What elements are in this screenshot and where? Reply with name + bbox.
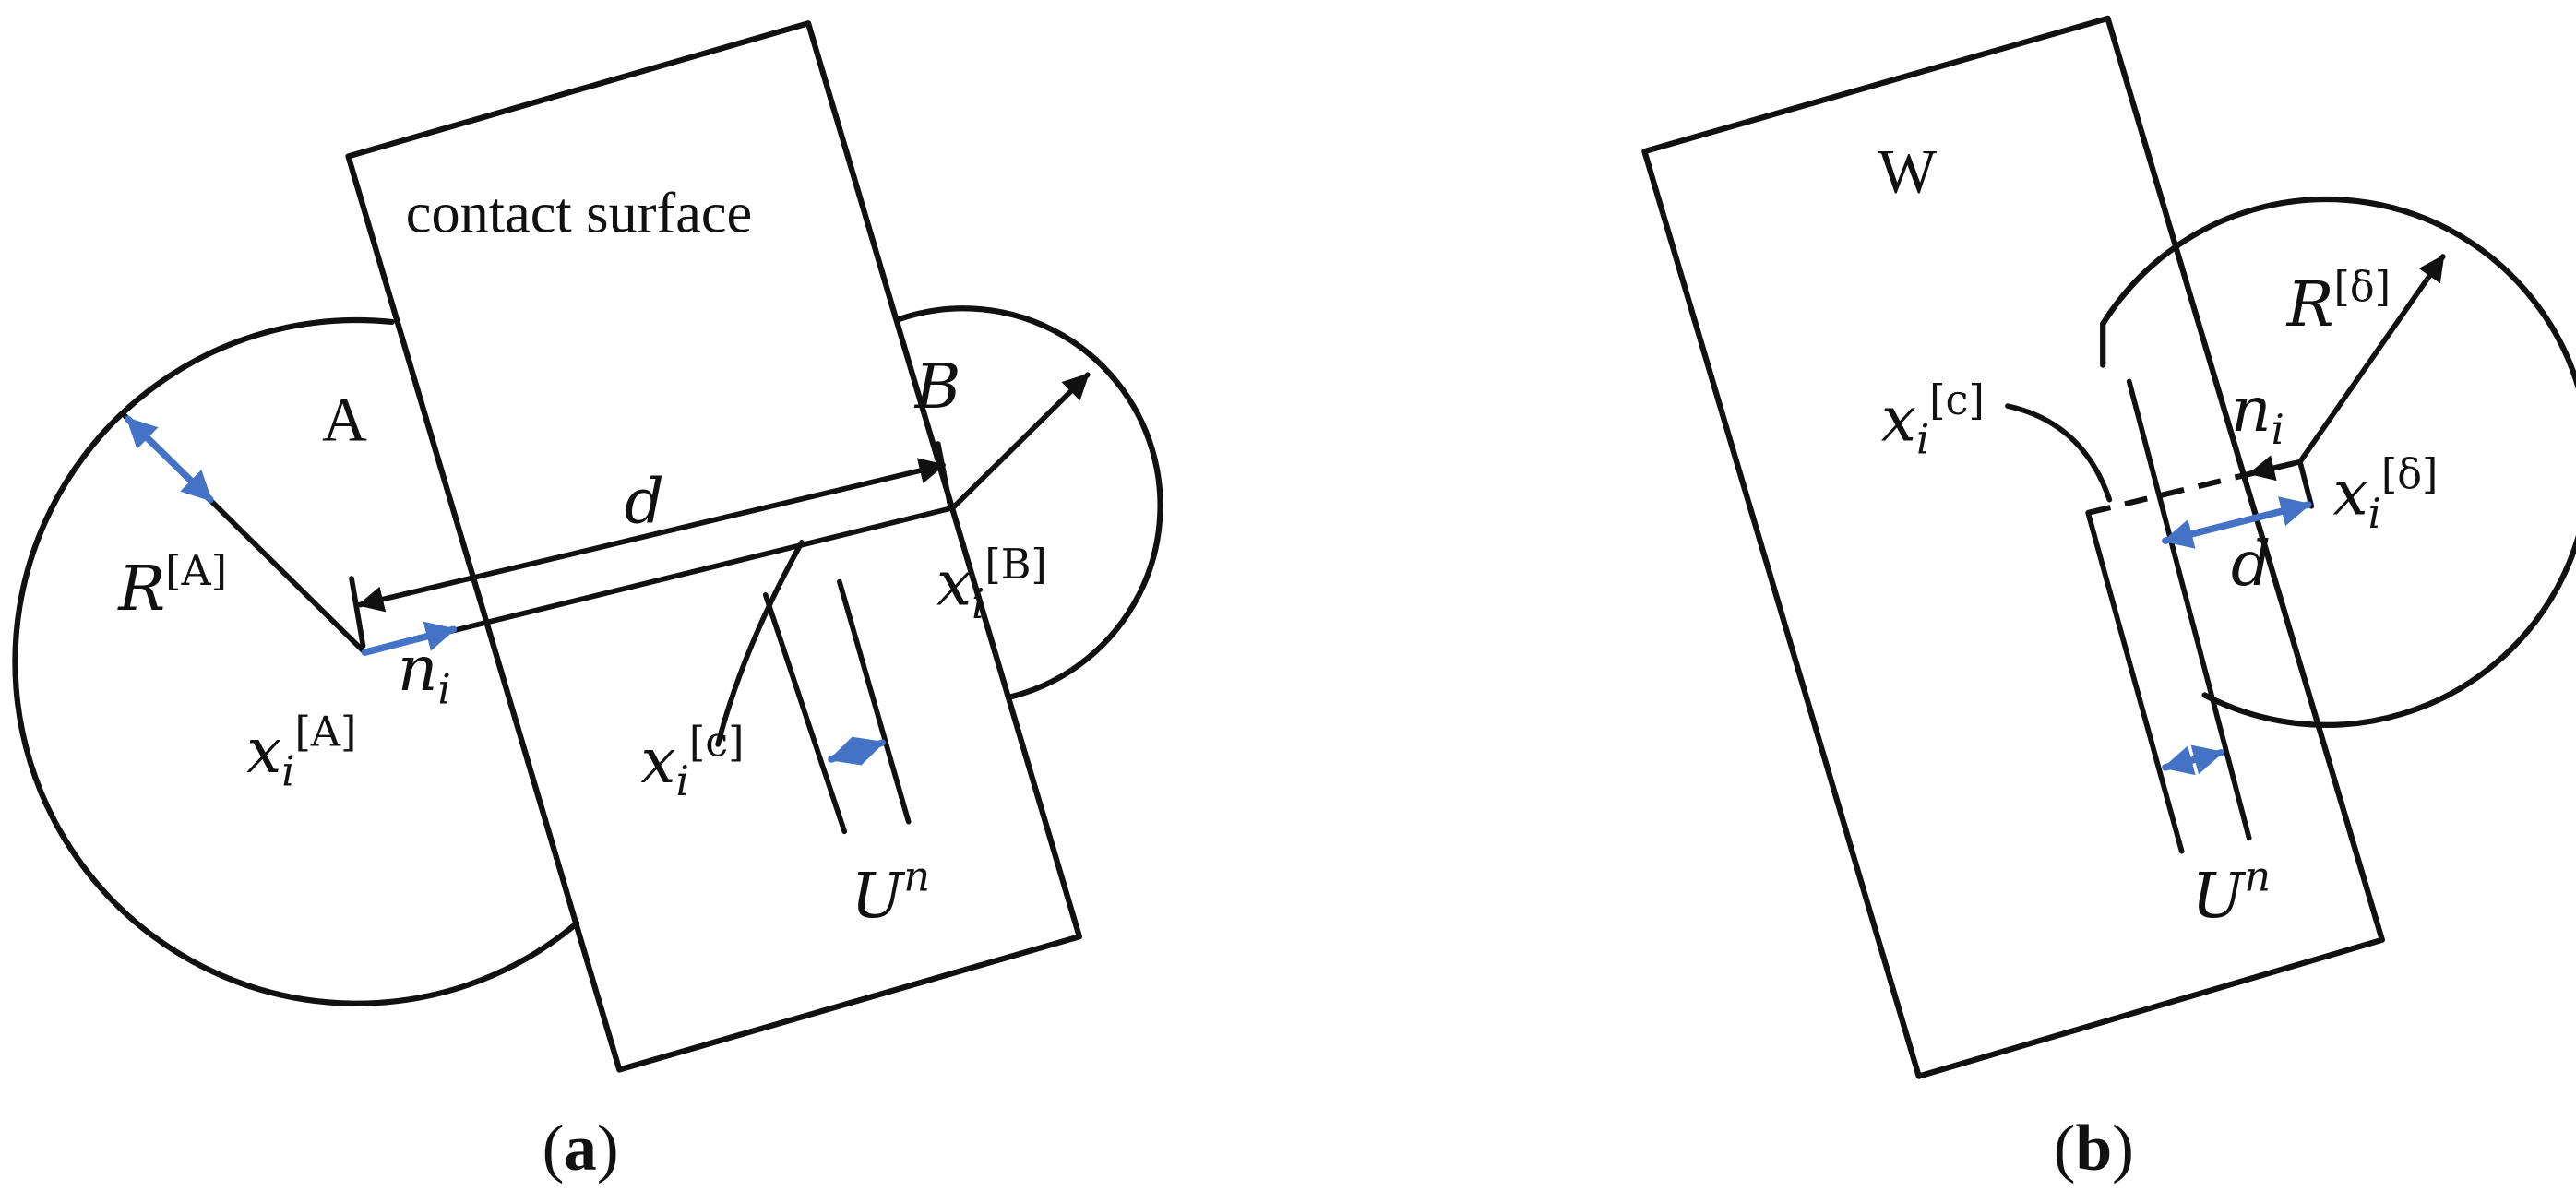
penetration-line-right bbox=[2126, 378, 2252, 841]
radius-a-label: R[A] bbox=[116, 548, 227, 625]
overlap-width-arrow bbox=[828, 736, 886, 766]
radius-delta-label: R[δ] bbox=[2285, 264, 2391, 340]
contact-point-leader-b bbox=[2005, 403, 2113, 503]
point-b-label: xi[B] bbox=[936, 542, 1047, 628]
radius-b-arrow bbox=[949, 372, 1091, 511]
distance-label-b: d bbox=[2231, 527, 2271, 600]
u-n-label-a: Un bbox=[851, 853, 930, 931]
normal-b-label: ni bbox=[2231, 373, 2284, 454]
wall-label: W bbox=[1878, 137, 1937, 207]
distance-tick-left bbox=[349, 576, 366, 649]
panel-a: contact surface A B d R[A] ni xi[A] xi[B… bbox=[12, 20, 1163, 1185]
overlap-width-arrow-b bbox=[2162, 744, 2225, 776]
point-delta-label: xi[δ] bbox=[2332, 451, 2438, 538]
body-a-label: A bbox=[322, 385, 367, 454]
normal-arrow-b bbox=[2248, 455, 2303, 482]
point-c-label-b: xi[c] bbox=[1881, 377, 1985, 464]
normal-a-label: ni bbox=[398, 632, 451, 713]
distance-arrow-b bbox=[2162, 496, 2312, 549]
overlap-line-right bbox=[837, 578, 912, 825]
point-c-label: xi[c] bbox=[640, 719, 744, 805]
sphere-delta-outline bbox=[2100, 197, 2576, 728]
u-n-label-b: Un bbox=[2191, 853, 2271, 931]
point-a-label: xi[A] bbox=[246, 709, 356, 796]
delta-point-tick bbox=[2297, 459, 2315, 509]
panel-a-caption: (a) bbox=[543, 1113, 619, 1185]
body-b-label: B bbox=[913, 350, 961, 423]
overlap-line-left bbox=[762, 592, 848, 835]
penetration-line-left bbox=[2085, 509, 2185, 854]
normal-arrow-a bbox=[361, 621, 458, 656]
contact-surface-label: contact surface bbox=[406, 181, 752, 244]
radius-delta-arrow bbox=[2297, 254, 2446, 465]
contact-surface-slab bbox=[345, 20, 1082, 1073]
panel-b-caption: (b) bbox=[2054, 1113, 2134, 1185]
wall-slab bbox=[1641, 15, 2386, 1079]
contact-point-leader bbox=[715, 540, 805, 747]
distance-arrow bbox=[357, 458, 946, 613]
radius-a-arrow bbox=[125, 415, 214, 504]
sphere-b-outline bbox=[893, 305, 1163, 700]
distance-label: d bbox=[625, 465, 664, 538]
sphere-a-outline bbox=[12, 316, 580, 1006]
panel-b: W R[δ] ni xi[c] xi[δ] d Un (b) bbox=[1641, 15, 2576, 1185]
